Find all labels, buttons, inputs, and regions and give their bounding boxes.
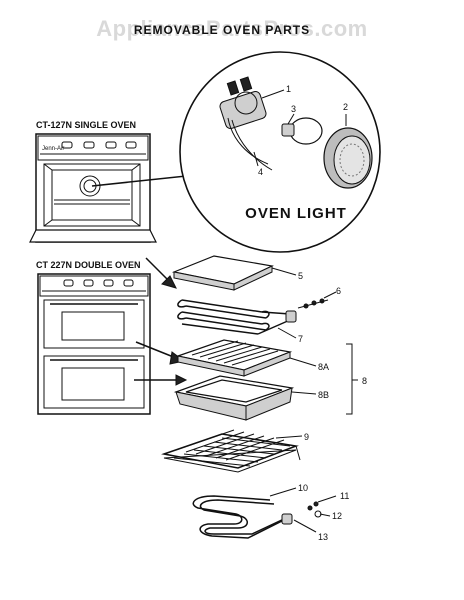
part-element-hardware: 11 12 13 [293, 491, 349, 542]
part-broiler-pan: 8B [173, 375, 329, 421]
part-reflector-pan: 5 [171, 255, 303, 291]
part-broiler-grid: 8A [175, 339, 329, 377]
callout-11: 11 [340, 491, 349, 501]
callout-8a: 8A [318, 362, 329, 372]
part-terminal-screws: 6 [297, 286, 341, 309]
single-oven-label: CT-127N SINGLE OVEN [36, 120, 136, 130]
double-oven-illustration: CT 227N DOUBLE OVEN [36, 260, 151, 415]
callout-7: 7 [298, 334, 303, 344]
callout-5: 5 [298, 271, 303, 281]
oven-light-caption: OVEN LIGHT [245, 205, 347, 222]
broiler-assembly-bracket: 8 [346, 343, 367, 415]
callout-6: 6 [336, 286, 341, 296]
oven-light-detail: 1 2 3 4 OVEN LIGHT [179, 51, 381, 253]
part-broil-element: 7 [177, 299, 303, 344]
light-callout-3: 3 [291, 104, 296, 114]
callout-8: 8 [362, 376, 367, 386]
callout-10: 10 [298, 483, 308, 493]
callout-9: 9 [304, 432, 309, 442]
single-oven-illustration: CT-127N SINGLE OVEN Jenn-Air [29, 120, 157, 243]
light-callout-2: 2 [343, 102, 348, 112]
watermark: AppliancePartsPros.com [96, 16, 367, 41]
callout-13: 13 [318, 532, 328, 542]
light-callout-1: 1 [286, 84, 291, 94]
light-socket [219, 76, 267, 130]
diagram-title: REMOVABLE OVEN PARTS [134, 23, 310, 37]
part-oven-rack: 9 [161, 429, 309, 473]
callout-12: 12 [332, 511, 342, 521]
part-bake-element: 10 [192, 483, 308, 539]
callout-8b: 8B [318, 390, 329, 400]
double-oven-label: CT 227N DOUBLE OVEN [36, 260, 141, 270]
light-lens-cover [323, 127, 373, 189]
svg-text:Jenn-Air: Jenn-Air [42, 146, 64, 152]
light-bulb [281, 117, 323, 145]
light-callout-4: 4 [258, 167, 263, 177]
